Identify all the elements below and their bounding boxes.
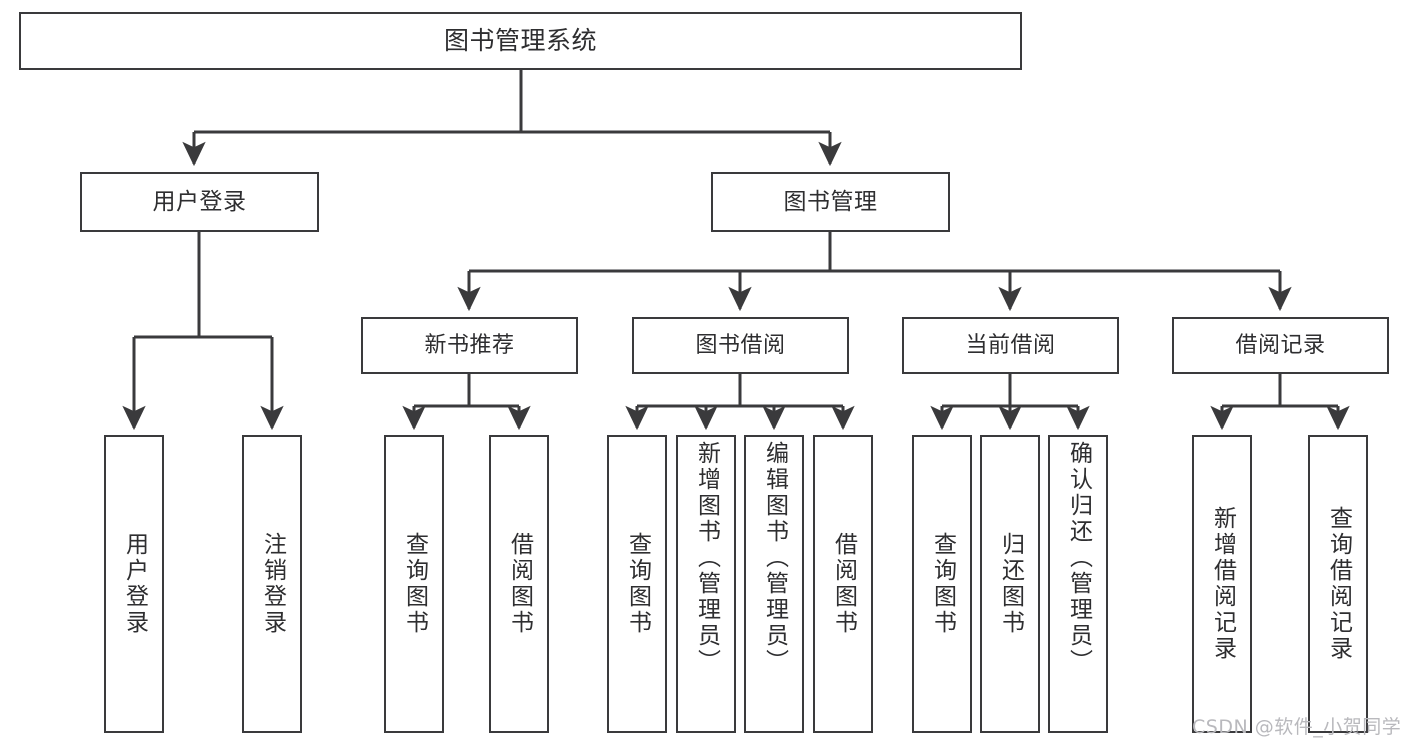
node-leaf-query-book-2[interactable]: 查询图书	[607, 435, 667, 733]
node-current-borrow-label: 当前借阅	[965, 332, 1056, 358]
node-borrow-record-label: 借阅记录	[1235, 332, 1326, 358]
node-leaf-add-book[interactable]: 新增图书（管理员）	[676, 435, 736, 733]
node-leaf-edit-book[interactable]: 编辑图书（管理员）	[744, 435, 804, 733]
node-leaf-add-record[interactable]: 新增借阅记录	[1192, 435, 1252, 733]
node-leaf-query-book-2-label: 查询图书	[624, 532, 651, 636]
node-leaf-user-login-label: 用户登录	[121, 532, 148, 636]
node-leaf-borrow-book-1[interactable]: 借阅图书	[489, 435, 549, 733]
edge-group-book-borrow	[625, 374, 855, 431]
node-leaf-borrow-book-2[interactable]: 借阅图书	[813, 435, 873, 733]
node-leaf-add-record-label: 新增借阅记录	[1209, 506, 1236, 662]
node-user-login-label: 用户登录	[152, 188, 247, 215]
node-leaf-edit-book-label: 编辑图书（管理员）	[761, 441, 788, 675]
node-leaf-confirm-return[interactable]: 确认归还（管理员）	[1048, 435, 1108, 733]
node-book-borrow[interactable]: 图书借阅	[632, 317, 849, 374]
node-new-book-recommend-label: 新书推荐	[424, 332, 515, 358]
node-leaf-borrow-book-1-label: 借阅图书	[506, 532, 533, 636]
node-leaf-borrow-book-2-label: 借阅图书	[830, 532, 857, 636]
node-leaf-user-login[interactable]: 用户登录	[104, 435, 164, 733]
node-leaf-return-book[interactable]: 归还图书	[980, 435, 1040, 733]
node-borrow-record[interactable]: 借阅记录	[1172, 317, 1389, 374]
node-leaf-query-book-1-label: 查询图书	[401, 532, 428, 636]
node-book-manage-label: 图书管理	[783, 188, 878, 215]
node-leaf-user-logout-label: 注销登录	[259, 532, 286, 636]
node-book-manage[interactable]: 图书管理	[711, 172, 950, 232]
node-leaf-query-record-label: 查询借阅记录	[1325, 506, 1352, 662]
node-leaf-add-book-label: 新增图书（管理员）	[693, 441, 720, 675]
node-root[interactable]: 图书管理系统	[19, 12, 1022, 70]
node-leaf-query-book-1[interactable]: 查询图书	[384, 435, 444, 733]
node-root-label: 图书管理系统	[443, 25, 597, 55]
node-leaf-query-book-3[interactable]: 查询图书	[912, 435, 972, 733]
edge-group-current-borrow	[930, 374, 1090, 431]
edge-group-new-book-recommend	[402, 374, 531, 431]
edge-group-book-manage	[457, 232, 1292, 312]
edge-group-root	[182, 70, 842, 167]
node-current-borrow[interactable]: 当前借阅	[902, 317, 1119, 374]
edge-group-borrow-record	[1210, 374, 1350, 431]
edge-group-user-login	[122, 232, 284, 431]
node-user-login[interactable]: 用户登录	[80, 172, 319, 232]
node-leaf-user-logout[interactable]: 注销登录	[242, 435, 302, 733]
node-leaf-confirm-return-label: 确认归还（管理员）	[1065, 441, 1092, 675]
node-leaf-return-book-label: 归还图书	[997, 532, 1024, 636]
node-new-book-recommend[interactable]: 新书推荐	[361, 317, 578, 374]
node-leaf-query-book-3-label: 查询图书	[929, 532, 956, 636]
node-leaf-query-record[interactable]: 查询借阅记录	[1308, 435, 1368, 733]
node-book-borrow-label: 图书借阅	[695, 332, 786, 358]
